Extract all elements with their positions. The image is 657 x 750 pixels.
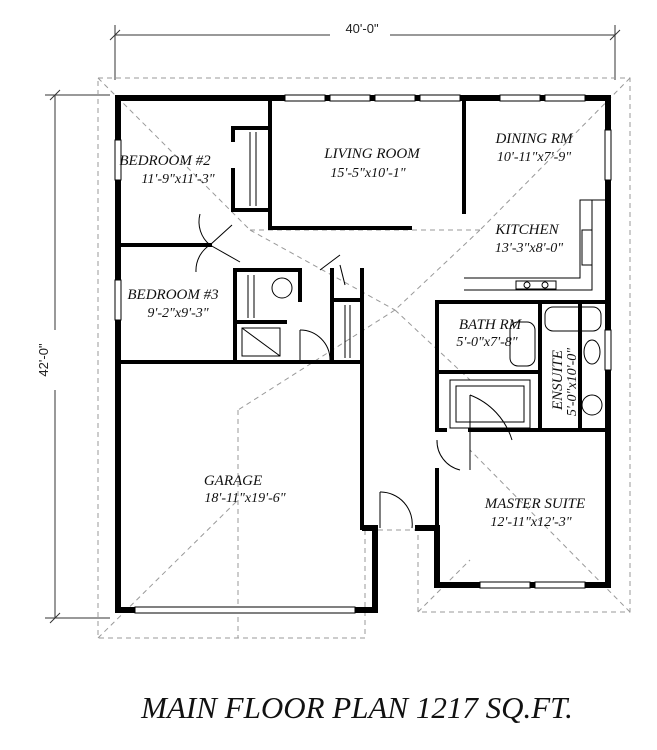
bath-fixtures bbox=[271, 277, 603, 429]
depth-label: 42'-0" bbox=[36, 343, 51, 377]
width-label: 40'-0" bbox=[345, 21, 379, 36]
room-garage: GARAGE 18'-11"x19'-6" bbox=[204, 473, 286, 506]
bedroom3-size: 9'-2"x9'-3" bbox=[147, 306, 208, 321]
garage-size: 18'-11"x19'-6" bbox=[204, 491, 285, 506]
room-bath: BATH RM 5'-0"x7'-8" bbox=[456, 317, 522, 350]
master-name: MASTER SUITE bbox=[484, 496, 585, 512]
interior-walls bbox=[116, 96, 610, 587]
closets bbox=[241, 132, 351, 358]
plan-title: MAIN FLOOR PLAN 1217 SQ.FT. bbox=[140, 690, 573, 725]
kitchen-size: 13'-3"x8'-0" bbox=[495, 241, 563, 256]
room-master: MASTER SUITE 12'-11"x12'-3" bbox=[484, 496, 585, 530]
bedroom3-name: BEDROOM #3 bbox=[127, 287, 218, 303]
garage-name: GARAGE bbox=[204, 473, 262, 489]
room-bedroom2: BEDROOM #2 11'-9"x11'-3" bbox=[119, 153, 214, 187]
dining-size: 10'-11"x7'-9" bbox=[497, 150, 571, 165]
ensuite-name: ENSUITE bbox=[550, 350, 566, 411]
room-ensuite: ENSUITE 5'-0"x10'-0" bbox=[550, 348, 580, 416]
depth-dimension: 42'-0" bbox=[36, 89, 110, 624]
living-size: 15'-5"x10'-1" bbox=[330, 166, 405, 181]
width-dimension: 40'-0" bbox=[109, 20, 621, 80]
doors bbox=[195, 213, 513, 529]
bedroom2-name: BEDROOM #2 bbox=[119, 153, 211, 169]
kitchen-name: KITCHEN bbox=[494, 222, 559, 238]
kitchen-counters bbox=[464, 199, 608, 291]
bath-size: 5'-0"x7'-8" bbox=[456, 335, 517, 350]
bath-name: BATH RM bbox=[459, 317, 523, 333]
bedroom2-size: 11'-9"x11'-3" bbox=[141, 172, 214, 187]
windows bbox=[114, 94, 612, 614]
room-kitchen: KITCHEN 13'-3"x8'-0" bbox=[494, 222, 563, 256]
ensuite-size: 5'-0"x10'-0" bbox=[565, 348, 580, 416]
master-size: 12'-11"x12'-3" bbox=[490, 515, 571, 530]
room-living: LIVING ROOM 15'-5"x10'-1" bbox=[323, 146, 421, 181]
dining-name: DINING RM bbox=[494, 131, 574, 147]
room-dining: DINING RM 10'-11"x7'-9" bbox=[494, 131, 574, 165]
room-bedroom3: BEDROOM #3 9'-2"x9'-3" bbox=[127, 287, 218, 321]
living-name: LIVING ROOM bbox=[323, 146, 421, 162]
